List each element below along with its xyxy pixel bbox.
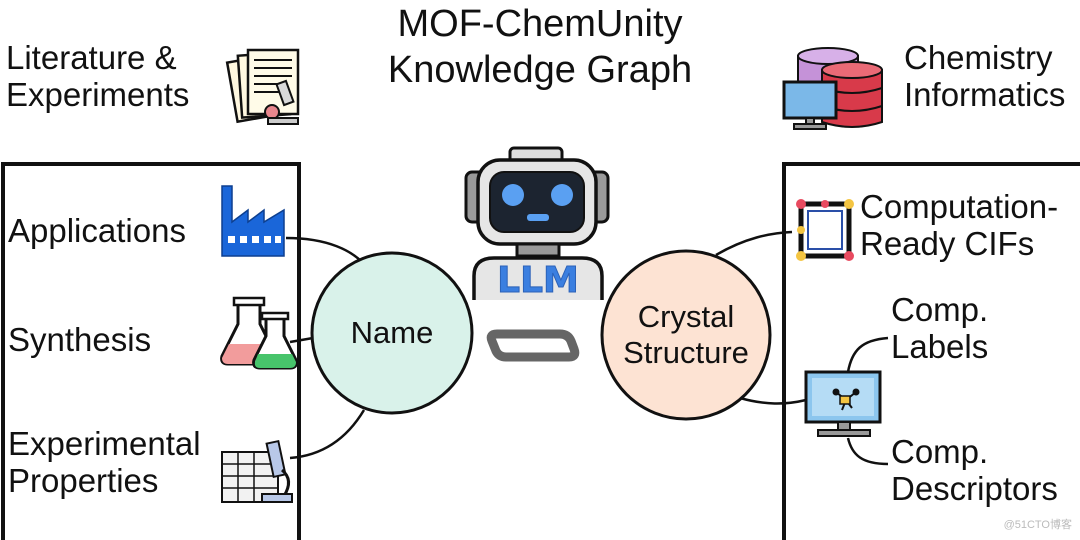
edge-synthesis-name	[289, 336, 314, 344]
crystal-structure-node	[600, 249, 772, 421]
synthesis-label: Synthesis	[8, 321, 152, 358]
crystal-line2: Structure	[623, 335, 749, 370]
cifs-line1: Computation-	[860, 188, 1059, 225]
edge-experimental-name	[289, 409, 366, 460]
diagram-title: MOF-ChemUnity Knowledge Graph	[340, 2, 740, 93]
computer-molecule-icon	[804, 370, 882, 437]
left-header-line1: Literature &	[6, 39, 177, 76]
watermark: @51CTO博客	[1003, 519, 1072, 531]
left-header-line2: Experiments	[6, 75, 190, 113]
edge-crystal-cifs	[715, 230, 793, 257]
factory-icon	[221, 185, 285, 257]
descriptors-line2: Descriptors	[891, 469, 1058, 507]
documents-microscope-icon	[225, 48, 300, 125]
crystal-structure-label: Crystal Structure	[602, 251, 770, 419]
applications-label: Applications	[8, 212, 186, 249]
descriptors-line1: Comp.	[891, 433, 989, 470]
right-header-line2: Informatics	[904, 75, 1066, 113]
labels-line1: Comp.	[891, 291, 989, 328]
right-box	[782, 162, 1080, 540]
crystal-line1: Crystal	[637, 299, 735, 335]
title-line2: Knowledge Graph	[387, 48, 693, 91]
comp-descriptors-label: Comp. Descriptors	[891, 433, 1058, 508]
name-node	[310, 251, 474, 415]
comp-labels-label: Comp. Labels	[891, 291, 989, 366]
flasks-icon	[220, 296, 298, 370]
experimental-line1: Experimental	[8, 425, 201, 462]
experimental-properties-label: Experimental Properties	[8, 425, 201, 500]
edge-monitor-labels	[846, 336, 889, 373]
robot-icon	[464, 146, 610, 300]
name-node-label: Name	[350, 315, 434, 351]
computation-ready-cifs-label: Computation- Ready CIFs	[860, 188, 1059, 263]
llm-label: LLM	[497, 260, 579, 301]
edge-crystal-monitor	[739, 396, 807, 405]
labels-line2: Labels	[891, 327, 989, 365]
left-box	[1, 162, 301, 540]
database-computer-icon	[782, 47, 883, 130]
experimental-line2: Properties	[8, 461, 159, 499]
right-header-line1: Chemistry	[904, 39, 1053, 76]
edge-monitor-descriptors	[846, 437, 889, 466]
left-header: Literature & Experiments	[6, 39, 190, 114]
right-header: Chemistry Informatics	[904, 39, 1066, 114]
table-microscope-icon	[221, 439, 293, 503]
cifs-line2: Ready CIFs	[860, 224, 1035, 262]
crystal-cell-icon	[796, 199, 854, 261]
title-line1: MOF-ChemUnity	[397, 3, 683, 45]
link-icon	[486, 329, 580, 362]
